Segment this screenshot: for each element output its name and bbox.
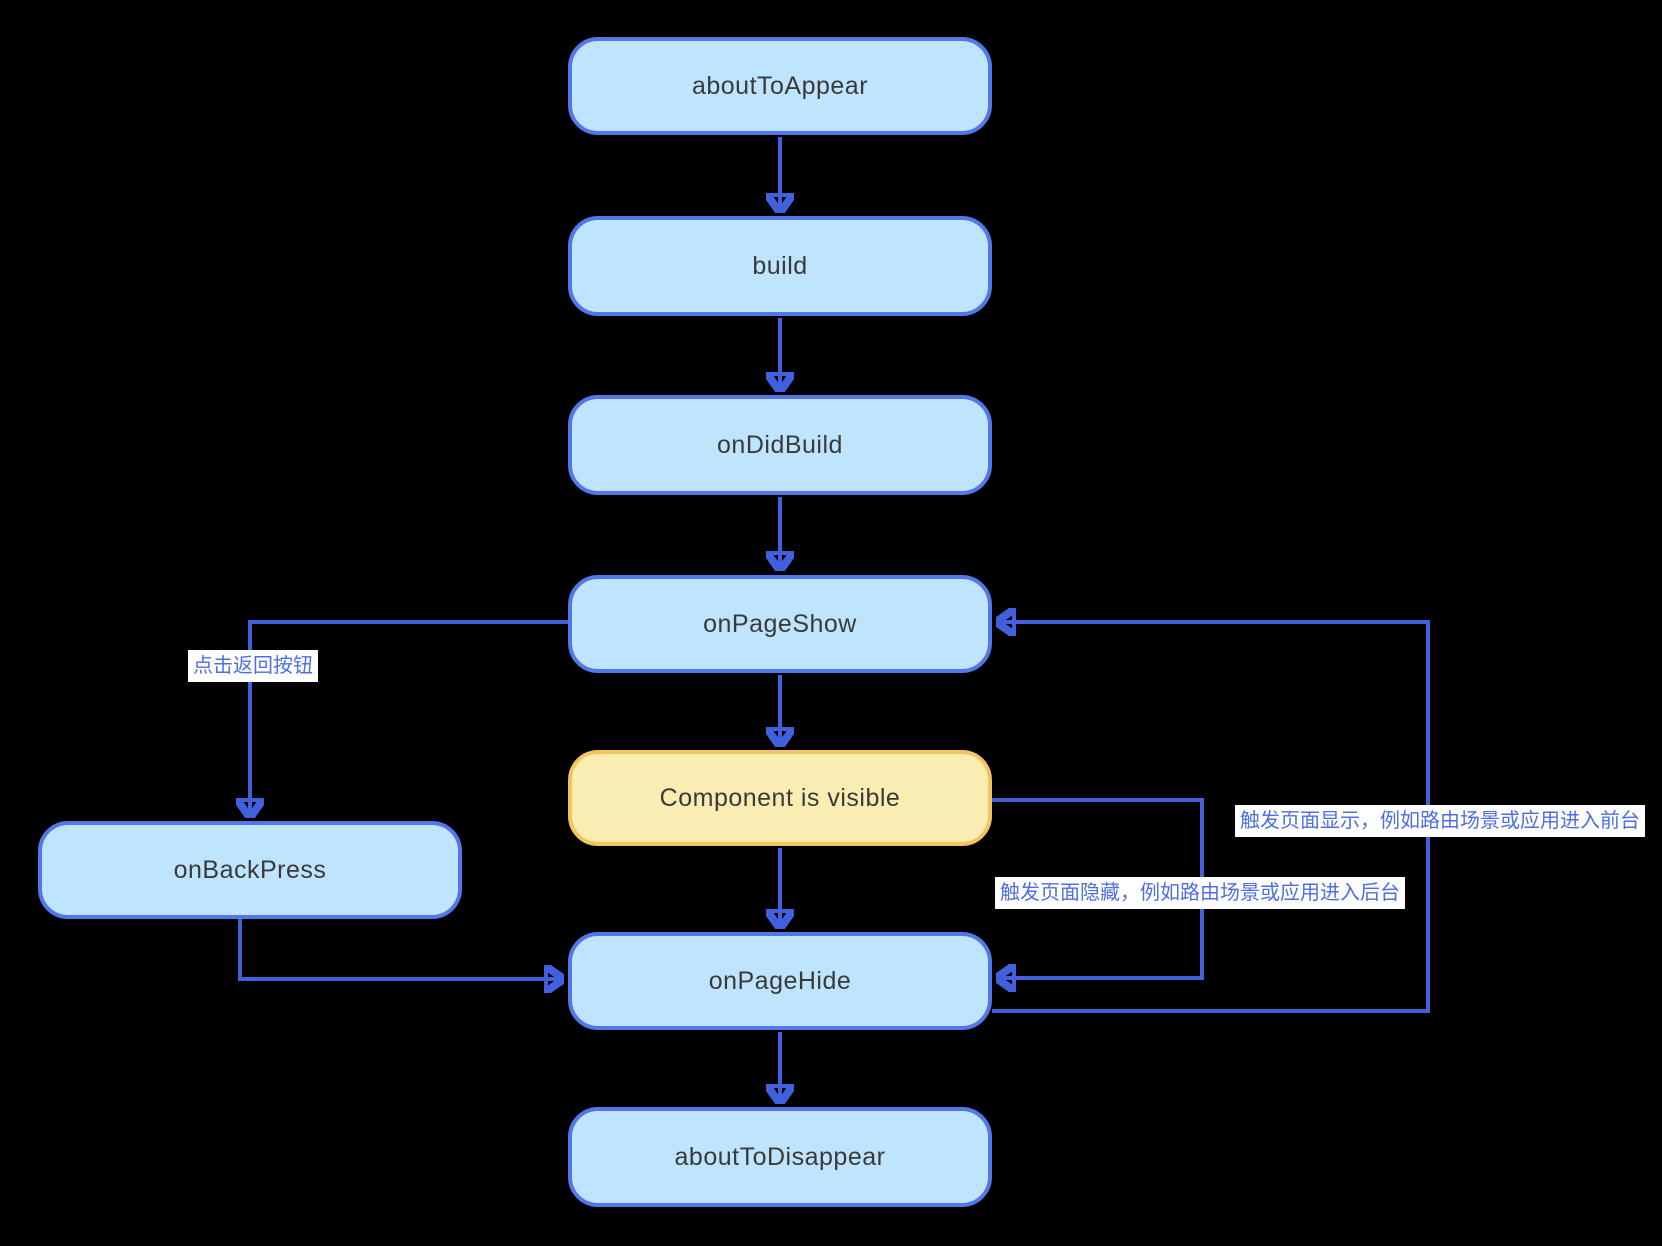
node-on-page-hide-label: onPageHide [708, 966, 852, 995]
node-component-is-visible-label: Component is visible [659, 783, 901, 812]
edge-label-page-show: 触发页面显示，例如路由场景或应用进入前台 [1235, 805, 1645, 837]
node-build-label: build [752, 251, 808, 280]
node-component-is-visible: Component is visible [568, 750, 992, 846]
node-about-to-appear: aboutToAppear [568, 37, 992, 135]
node-on-page-show: onPageShow [568, 575, 992, 673]
node-about-to-disappear: aboutToDisappear [568, 1107, 992, 1207]
edge-label-back-button: 点击返回按钮 [188, 650, 318, 682]
edge-onpageshow-to-onbackpress [250, 620, 568, 815]
node-about-to-appear-label: aboutToAppear [691, 71, 869, 100]
node-on-page-show-label: onPageShow [703, 609, 857, 638]
node-about-to-disappear-label: aboutToDisappear [674, 1142, 886, 1171]
edge-label-page-hide: 触发页面隐藏，例如路由场景或应用进入后台 [995, 877, 1405, 909]
node-on-back-press: onBackPress [38, 821, 462, 919]
node-on-did-build-label: onDidBuild [717, 430, 843, 459]
edge-onbackpress-to-onpagehide [238, 919, 561, 979]
node-on-back-press-label: onBackPress [173, 855, 327, 884]
node-on-did-build: onDidBuild [568, 395, 992, 495]
node-build: build [568, 216, 992, 316]
node-on-page-hide: onPageHide [568, 932, 992, 1030]
